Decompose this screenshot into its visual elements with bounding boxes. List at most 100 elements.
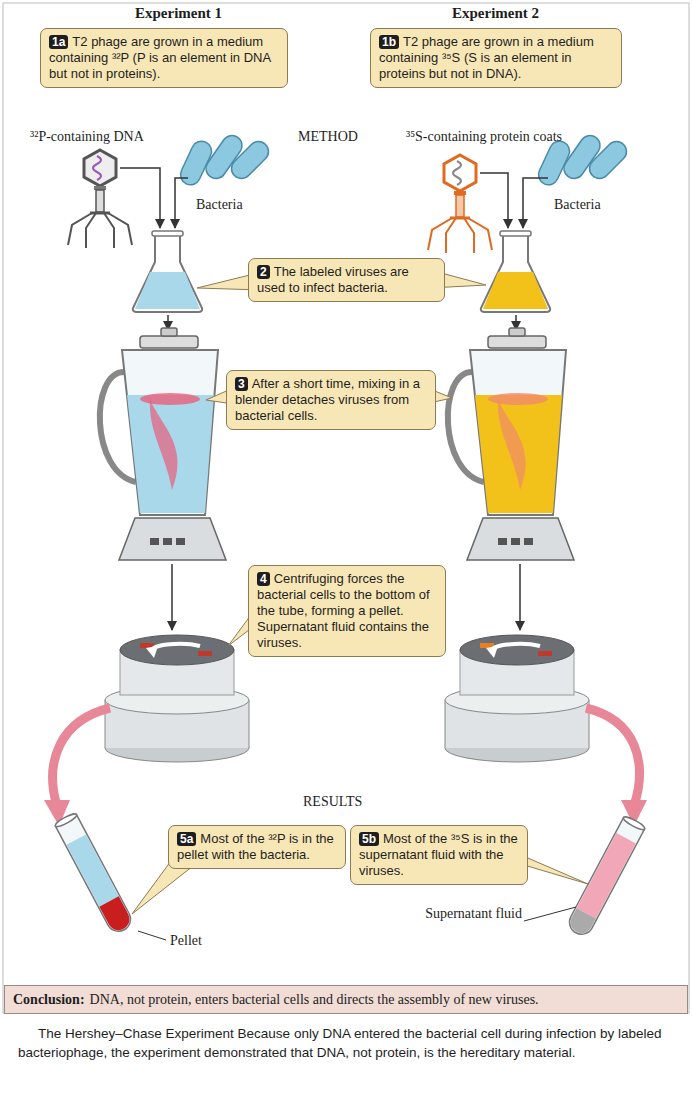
flow-arrow	[175, 178, 188, 228]
callout-text: Most of the ³²P is in the pellet with th…	[177, 831, 334, 862]
test-tube	[54, 812, 78, 829]
leader-line	[524, 907, 576, 921]
blender	[119, 518, 226, 560]
section-label: RESULTS	[303, 793, 362, 810]
blender	[475, 395, 562, 513]
centrifuge	[105, 635, 249, 762]
callout-number: 3	[235, 377, 248, 391]
centrifuge	[492, 644, 540, 652]
blender	[488, 336, 546, 348]
blender	[176, 538, 185, 545]
blender	[498, 538, 507, 545]
step-callout: 1bT2 phage are grown in a medium contain…	[370, 28, 622, 88]
callout-number: 1a	[49, 35, 68, 49]
callout-pointer	[132, 270, 588, 914]
callout-number: 4	[257, 572, 270, 586]
phage-32p	[104, 213, 114, 248]
blender	[467, 518, 574, 560]
blender	[448, 328, 574, 560]
test-tube	[565, 818, 644, 939]
phage-35s	[428, 218, 452, 250]
phage-35s	[428, 155, 492, 253]
bacteria	[227, 137, 272, 182]
test-tube	[67, 835, 120, 909]
flask	[483, 272, 548, 309]
centrifuge	[538, 651, 552, 656]
centrifuge	[249, 700, 250, 748]
flask	[500, 231, 531, 236]
blender	[122, 350, 218, 515]
centrifuge	[445, 635, 589, 762]
phage-32p	[90, 212, 110, 215]
conclusion-band: Conclusion: DNA, not protein, enters bact…	[4, 985, 688, 1014]
bacteria	[585, 137, 630, 182]
centrifuge	[120, 635, 234, 665]
flask	[133, 235, 202, 312]
blender	[498, 399, 526, 490]
phage-32p	[68, 213, 92, 245]
callout-number: 5b	[359, 832, 379, 846]
centrifuge	[198, 651, 212, 656]
part-label: Pellet	[170, 932, 202, 949]
centrifuge	[460, 635, 574, 665]
result-arrow	[586, 708, 639, 806]
column-heading: Experiment 1	[135, 5, 222, 22]
blender	[150, 538, 159, 545]
result-callout: 5aMost of the ³²P is in the pellet with …	[168, 825, 346, 869]
flow-arrow	[519, 564, 521, 630]
callout-text: T2 phage are grown in a medium containin…	[379, 34, 594, 81]
centrifuge	[486, 646, 498, 658]
blender	[140, 336, 198, 348]
phage-35s	[453, 161, 461, 185]
phage-32p	[108, 213, 132, 245]
flask	[152, 231, 183, 236]
part-label: ³⁵S-containing protein coats	[406, 128, 562, 145]
phage-32p	[93, 156, 101, 180]
centrifuge	[445, 700, 446, 748]
callout-text: DNA, not protein, enters bacterial cells…	[90, 992, 539, 1007]
phage-35s	[446, 218, 456, 253]
flow-arrow	[171, 564, 173, 630]
test-tube	[577, 833, 636, 918]
leader-line	[138, 931, 166, 940]
callout-text: Most of the ³⁵S is in the supernatant fl…	[359, 831, 518, 878]
phage-35s	[464, 218, 474, 253]
flask	[135, 272, 200, 309]
phage-35s	[456, 195, 464, 217]
blender	[161, 328, 177, 336]
flask	[481, 231, 550, 312]
phage-32p	[68, 150, 132, 248]
figure-frame	[3, 3, 689, 1013]
test-tube	[55, 815, 134, 936]
bacteria	[177, 132, 272, 188]
callout-number: 1b	[379, 35, 399, 49]
phage-35s	[450, 217, 470, 220]
test-tube	[54, 812, 135, 935]
part-label: Bacteria	[196, 196, 243, 213]
step-callout: 1aT2 phage are grown in a medium contain…	[40, 28, 288, 88]
callout-text: Centrifuging forces the bacterial cells …	[257, 571, 430, 650]
test-tube	[565, 815, 646, 938]
blender	[150, 399, 178, 490]
result-arrow	[44, 708, 647, 826]
conclusion-heading: Conclusion:	[13, 992, 85, 1007]
centrifuge	[146, 646, 158, 658]
step-callout: 2The labeled viruses are used to infect …	[248, 258, 445, 302]
flask	[481, 235, 550, 312]
figure-caption: The Hershey–Chase Experiment Because onl…	[18, 1024, 678, 1062]
flow-arrow	[480, 173, 508, 228]
test-tube	[567, 908, 596, 937]
column-heading: Experiment 2	[452, 5, 539, 22]
blender	[511, 538, 520, 545]
blender	[488, 393, 548, 405]
blender	[140, 393, 200, 405]
phage-32p	[84, 150, 116, 186]
centrifuge	[152, 644, 200, 652]
part-label: Supernatant fluid	[418, 905, 522, 922]
flow-arrow	[120, 168, 160, 228]
phage-32p	[96, 190, 104, 212]
result-arrow	[53, 708, 110, 806]
phage-35s	[444, 155, 476, 191]
